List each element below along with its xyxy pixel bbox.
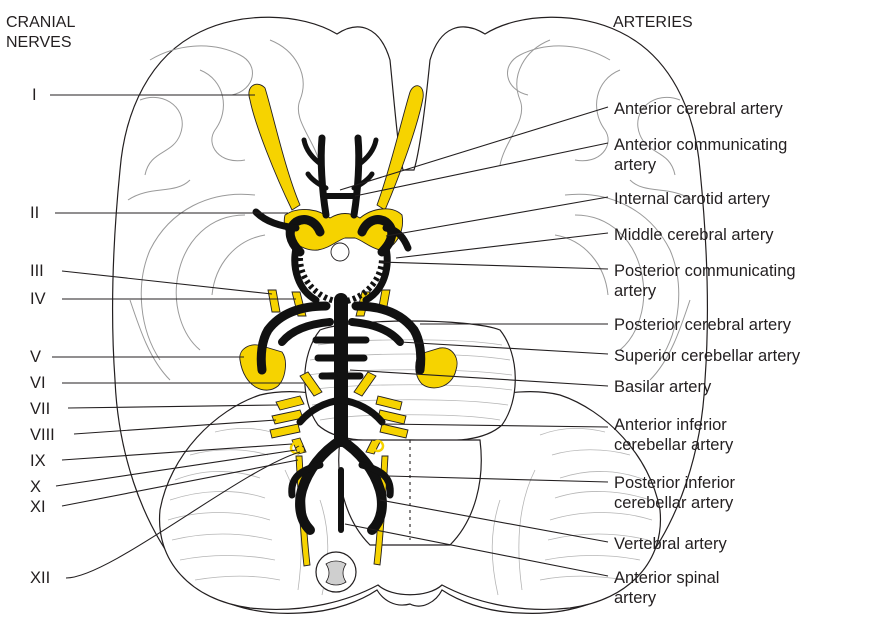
nerve-label-viii: VIII bbox=[30, 426, 55, 444]
artery-label-anterior-communicating-line1: Anterior communicating bbox=[614, 136, 787, 154]
nerve-label-v: V bbox=[30, 348, 41, 366]
cranial-nerves-header-line1: CRANIAL bbox=[6, 14, 75, 31]
cranial-nerves-header-line2: NERVES bbox=[6, 34, 72, 51]
artery-label-posterior-communicating-line1: Posterior communicating bbox=[614, 262, 796, 280]
artery-label-anterior-spinal-line1: Anterior spinal bbox=[614, 569, 719, 587]
nerve-label-x: X bbox=[30, 478, 41, 496]
nerve-label-iv: IV bbox=[30, 290, 46, 308]
artery-label-anterior-cerebral: Anterior cerebral artery bbox=[614, 100, 783, 118]
artery-label-anterior-inferior-cerebellar-line1: Anterior inferior bbox=[614, 416, 727, 434]
artery-label-posterior-cerebral: Posterior cerebral artery bbox=[614, 316, 792, 334]
nerve-label-ix: IX bbox=[30, 452, 46, 470]
arteries-header: ARTERIES bbox=[613, 14, 693, 31]
artery-label-anterior-inferior-cerebellar-line2: cerebellar artery bbox=[614, 436, 734, 454]
artery-label-anterior-spinal-line2: artery bbox=[614, 589, 657, 607]
artery-label-posterior-inferior-cerebellar-line1: Posterior inferior bbox=[614, 474, 736, 492]
artery-label-superior-cerebellar: Superior cerebellar artery bbox=[614, 347, 801, 365]
artery-label-middle-cerebral: Middle cerebral artery bbox=[614, 226, 774, 244]
nerve-label-i: I bbox=[32, 86, 37, 104]
artery-label-internal-carotid: Internal carotid artery bbox=[614, 190, 771, 208]
nerve-label-ii: II bbox=[30, 204, 39, 222]
nerve-label-iii: III bbox=[30, 262, 44, 280]
spinal-cord-section bbox=[316, 552, 356, 592]
artery-label-posterior-inferior-cerebellar-line2: cerebellar artery bbox=[614, 494, 734, 512]
nerve-label-xi: XI bbox=[30, 498, 46, 516]
artery-label-anterior-communicating-line2: artery bbox=[614, 156, 657, 174]
artery-label-vertebral: Vertebral artery bbox=[614, 535, 728, 553]
nerve-label-vi: VI bbox=[30, 374, 46, 392]
artery-label-basilar: Basilar artery bbox=[614, 378, 712, 396]
nerve-label-vii: VII bbox=[30, 400, 50, 418]
cranial-nerves-header: CRANIAL NERVES bbox=[6, 14, 75, 51]
artery-label-posterior-communicating-line2: artery bbox=[614, 282, 657, 300]
nerve-label-xii: XII bbox=[30, 569, 50, 587]
